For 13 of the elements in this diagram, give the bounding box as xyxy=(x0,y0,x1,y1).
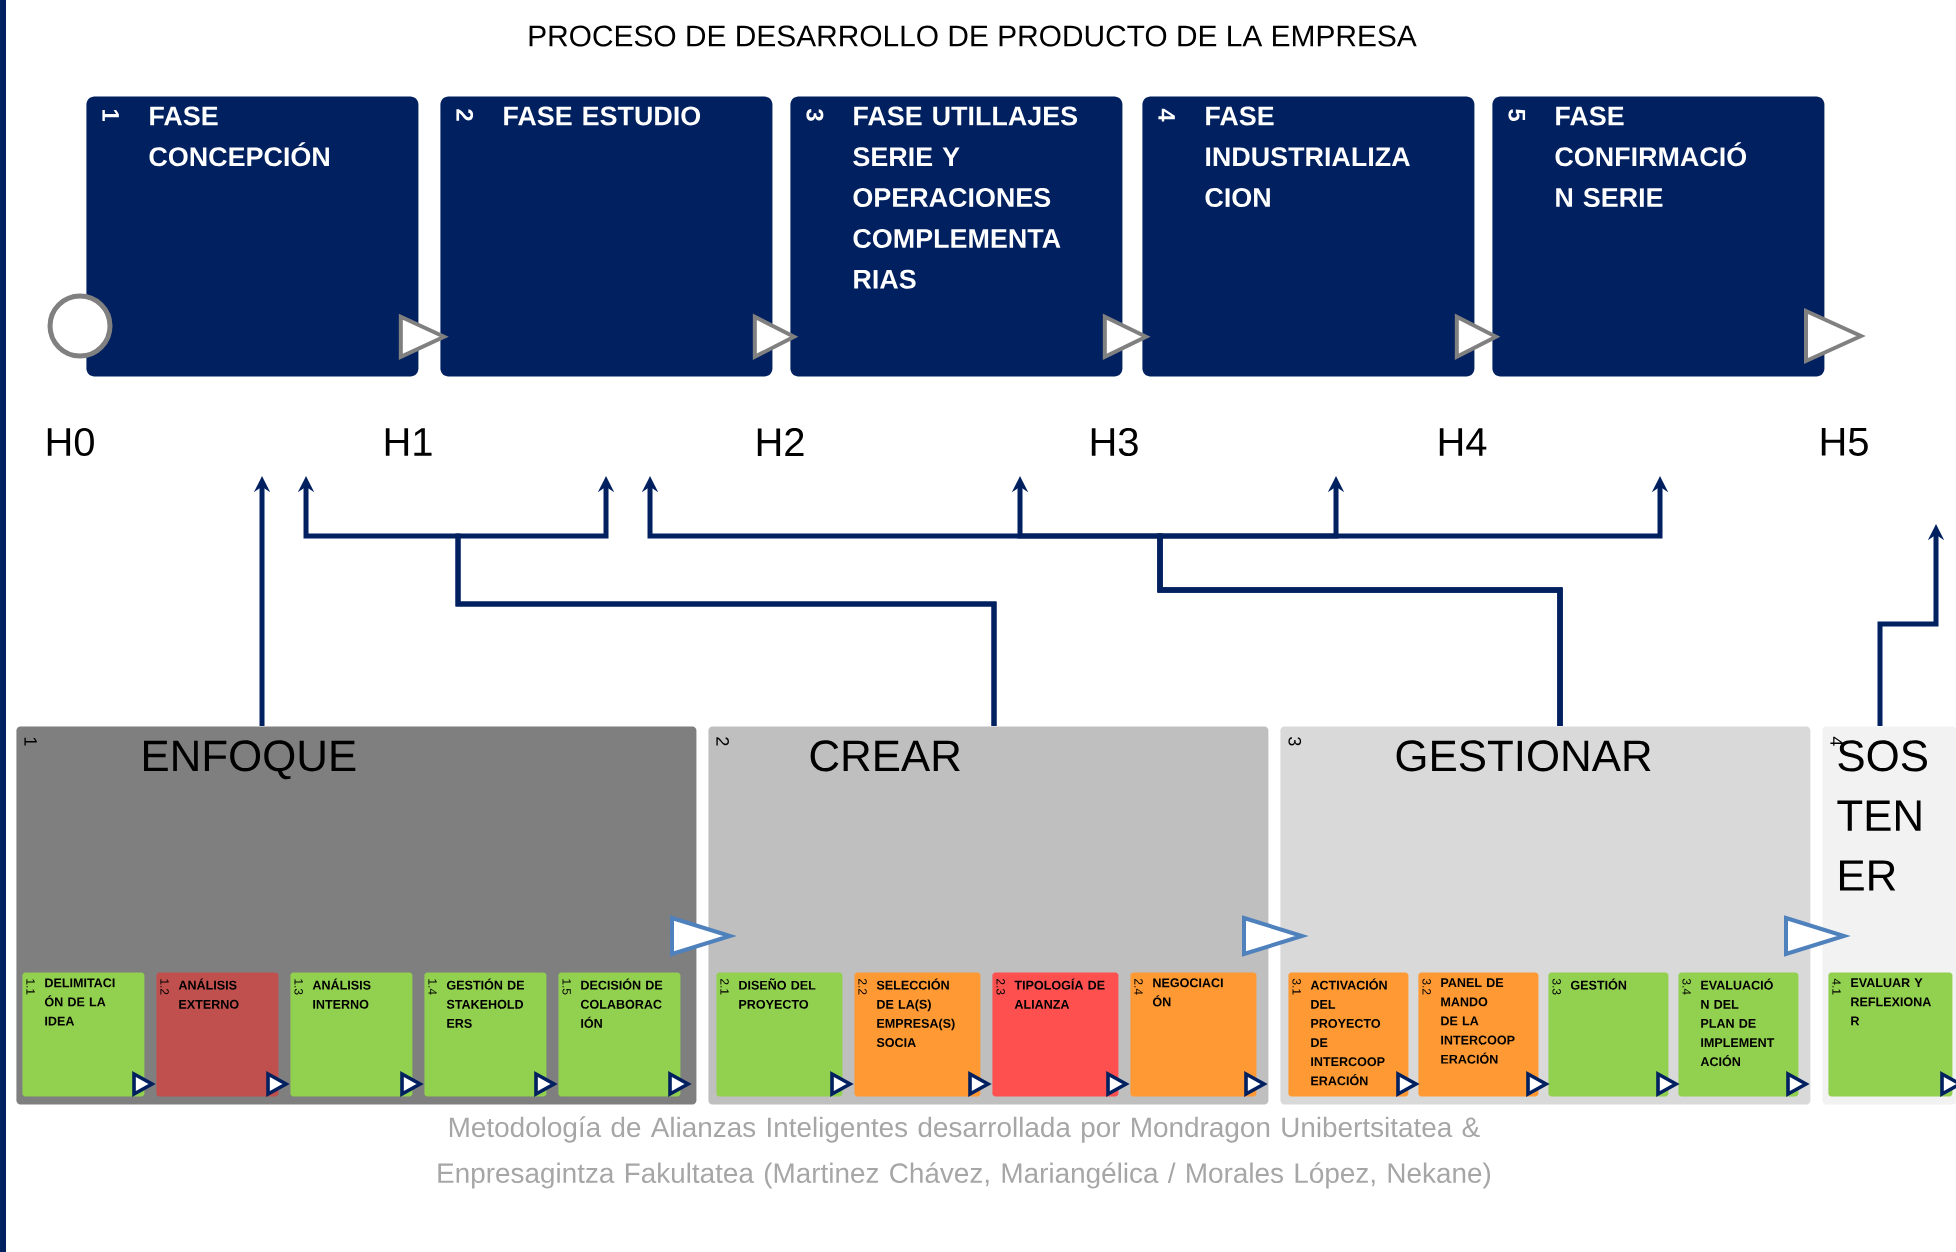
milestone-label: H1 xyxy=(385,428,432,456)
milestone-label: H4 xyxy=(1439,428,1487,456)
phase-box: 2 FASE ESTUDIO xyxy=(440,96,773,377)
caption: Metodología de Alianzas Inteligentes desarrollada por Mondragon Unibertsitatea & Enpresagintza Fakultatea (Martinez Chávez, Mariangélica / Morales López, Nekane) xyxy=(438,1116,1491,1189)
milestone-label: H5 xyxy=(1821,428,1868,456)
phase-box: 4 FASE INDUSTRIALIZA CION xyxy=(1142,96,1475,377)
phase-box: 1 FASE CONCEPCIÓN xyxy=(86,96,419,377)
phase-box: 3 FASE UTILLAJES SERIE Y OPERACIONES COMPLEMENTA RIAS xyxy=(790,96,1123,377)
milestone-label: H2 xyxy=(757,428,804,456)
title: PROCESO DE DESARROLLO DE PRODUCTO DE LA EMPRESA xyxy=(529,25,1417,47)
phase-box: 5 FASE CONFIRMACIÓ N SERIE xyxy=(1492,96,1825,377)
milestone-label: H0 xyxy=(47,427,94,457)
milestone-label: H3 xyxy=(1091,427,1138,457)
